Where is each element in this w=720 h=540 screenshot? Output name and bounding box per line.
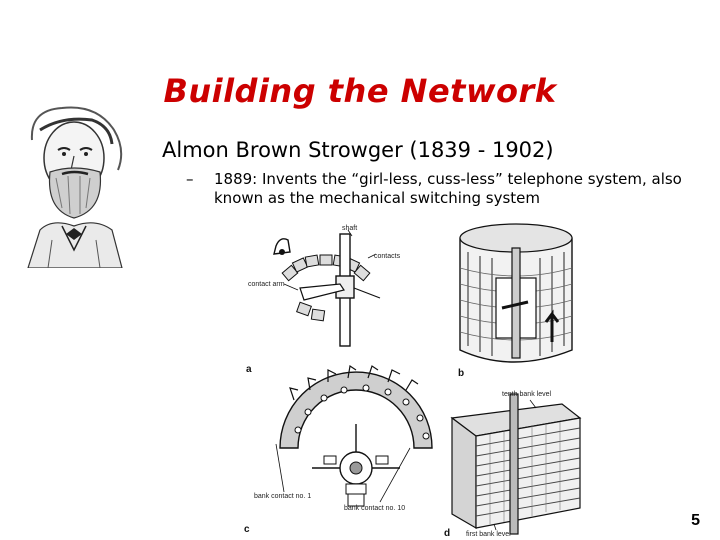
label-contact-arm: contact arm [248,281,285,288]
sub-bullet-text: 1889: Invents the “girl-less, cuss-less”… [214,170,714,208]
strowger-switch-figure: shaft contacts contact arm a [240,218,600,540]
panel-c-bank-diagram: bank contact no. 1 bank contact no. 10 c [244,366,432,535]
label-bank-contact-10: bank contact no. 10 [344,505,405,512]
label-shaft: shaft [342,225,357,232]
panel-d-bank-levels-diagram: tenth bank level first bank level d [444,391,580,539]
strowger-portrait-image [22,100,134,268]
panel-letter-b: b [458,368,464,379]
page-number: 5 [691,512,700,530]
sub-bullet-dash: – [186,170,194,189]
label-bank-contact-1: bank contact no. 1 [254,493,311,500]
label-contacts: contacts [374,253,401,260]
panel-letter-a: a [246,364,252,375]
main-bullet: Almon Brown Strowger (1839 - 1902) [162,138,554,162]
panel-letter-d: d [444,528,450,539]
panel-letter-c: c [244,524,250,535]
label-first-bank-level: first bank level [466,531,511,538]
panel-b-cylinder-diagram: b [458,224,572,379]
panel-a-shaft-diagram: shaft contacts contact arm a [246,225,401,375]
label-tenth-bank-level: tenth bank level [502,391,551,398]
